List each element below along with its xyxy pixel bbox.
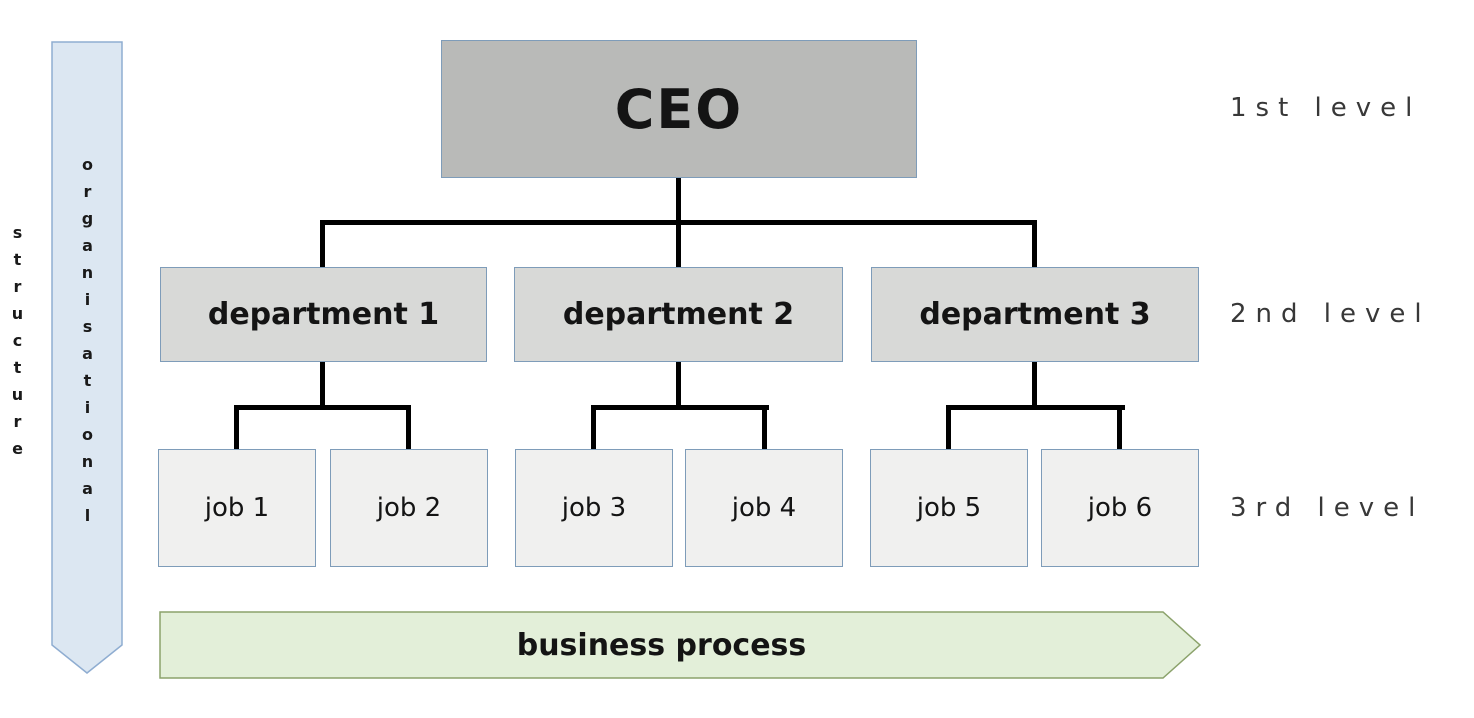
job-3-node: job 3 xyxy=(515,449,673,567)
connector-job5-drop xyxy=(946,405,951,451)
job-3-label: job 3 xyxy=(561,493,627,523)
department-2-node: department 2 xyxy=(514,267,843,362)
business-process-arrow-shape xyxy=(159,611,1202,679)
connector-job1-drop xyxy=(234,405,239,451)
job-1-label: job 1 xyxy=(204,493,270,523)
connector-dept2-drop xyxy=(676,220,681,267)
connector-dept3-trunk xyxy=(1032,362,1037,407)
department-2-label: department 2 xyxy=(562,297,795,332)
job-4-label: job 4 xyxy=(731,493,797,523)
business-process-label: business process xyxy=(516,627,807,663)
department-3-label: department 3 xyxy=(919,297,1151,332)
level-3-label: 3rd level xyxy=(1230,493,1425,523)
connector-job6-drop xyxy=(1117,405,1122,451)
job-2-label: job 2 xyxy=(376,493,442,523)
connector-dept1-drop xyxy=(320,220,325,267)
job-6-label: job 6 xyxy=(1087,493,1153,523)
organisational-structure-arrow-shape xyxy=(51,41,123,674)
ceo-node: CEO xyxy=(441,40,917,178)
connector-dept2-trunk xyxy=(676,362,681,407)
connector-dept2-hline xyxy=(591,405,769,410)
department-1-label: department 1 xyxy=(207,297,440,332)
department-3-node: department 3 xyxy=(871,267,1199,362)
job-6-node: job 6 xyxy=(1041,449,1199,567)
job-2-node: job 2 xyxy=(330,449,488,567)
connector-dept3-hline xyxy=(946,405,1125,410)
job-1-node: job 1 xyxy=(158,449,316,567)
level-1-label: 1st level xyxy=(1230,93,1422,123)
job-4-node: job 4 xyxy=(685,449,843,567)
level-2-label: 2nd level xyxy=(1230,299,1431,329)
connector-job4-drop xyxy=(762,405,767,451)
department-1-node: department 1 xyxy=(160,267,487,362)
connector-job3-drop xyxy=(591,405,596,451)
job-5-node: job 5 xyxy=(870,449,1028,567)
connector-ceo-trunk xyxy=(676,178,681,224)
ceo-label: CEO xyxy=(614,77,744,141)
connector-dept1-hline xyxy=(234,405,411,410)
connector-dept1-trunk xyxy=(320,362,325,407)
connector-job2-drop xyxy=(406,405,411,451)
connector-dept3-drop xyxy=(1032,220,1037,267)
job-5-label: job 5 xyxy=(916,493,982,523)
organisational-structure-label: organisational structure xyxy=(8,155,97,533)
